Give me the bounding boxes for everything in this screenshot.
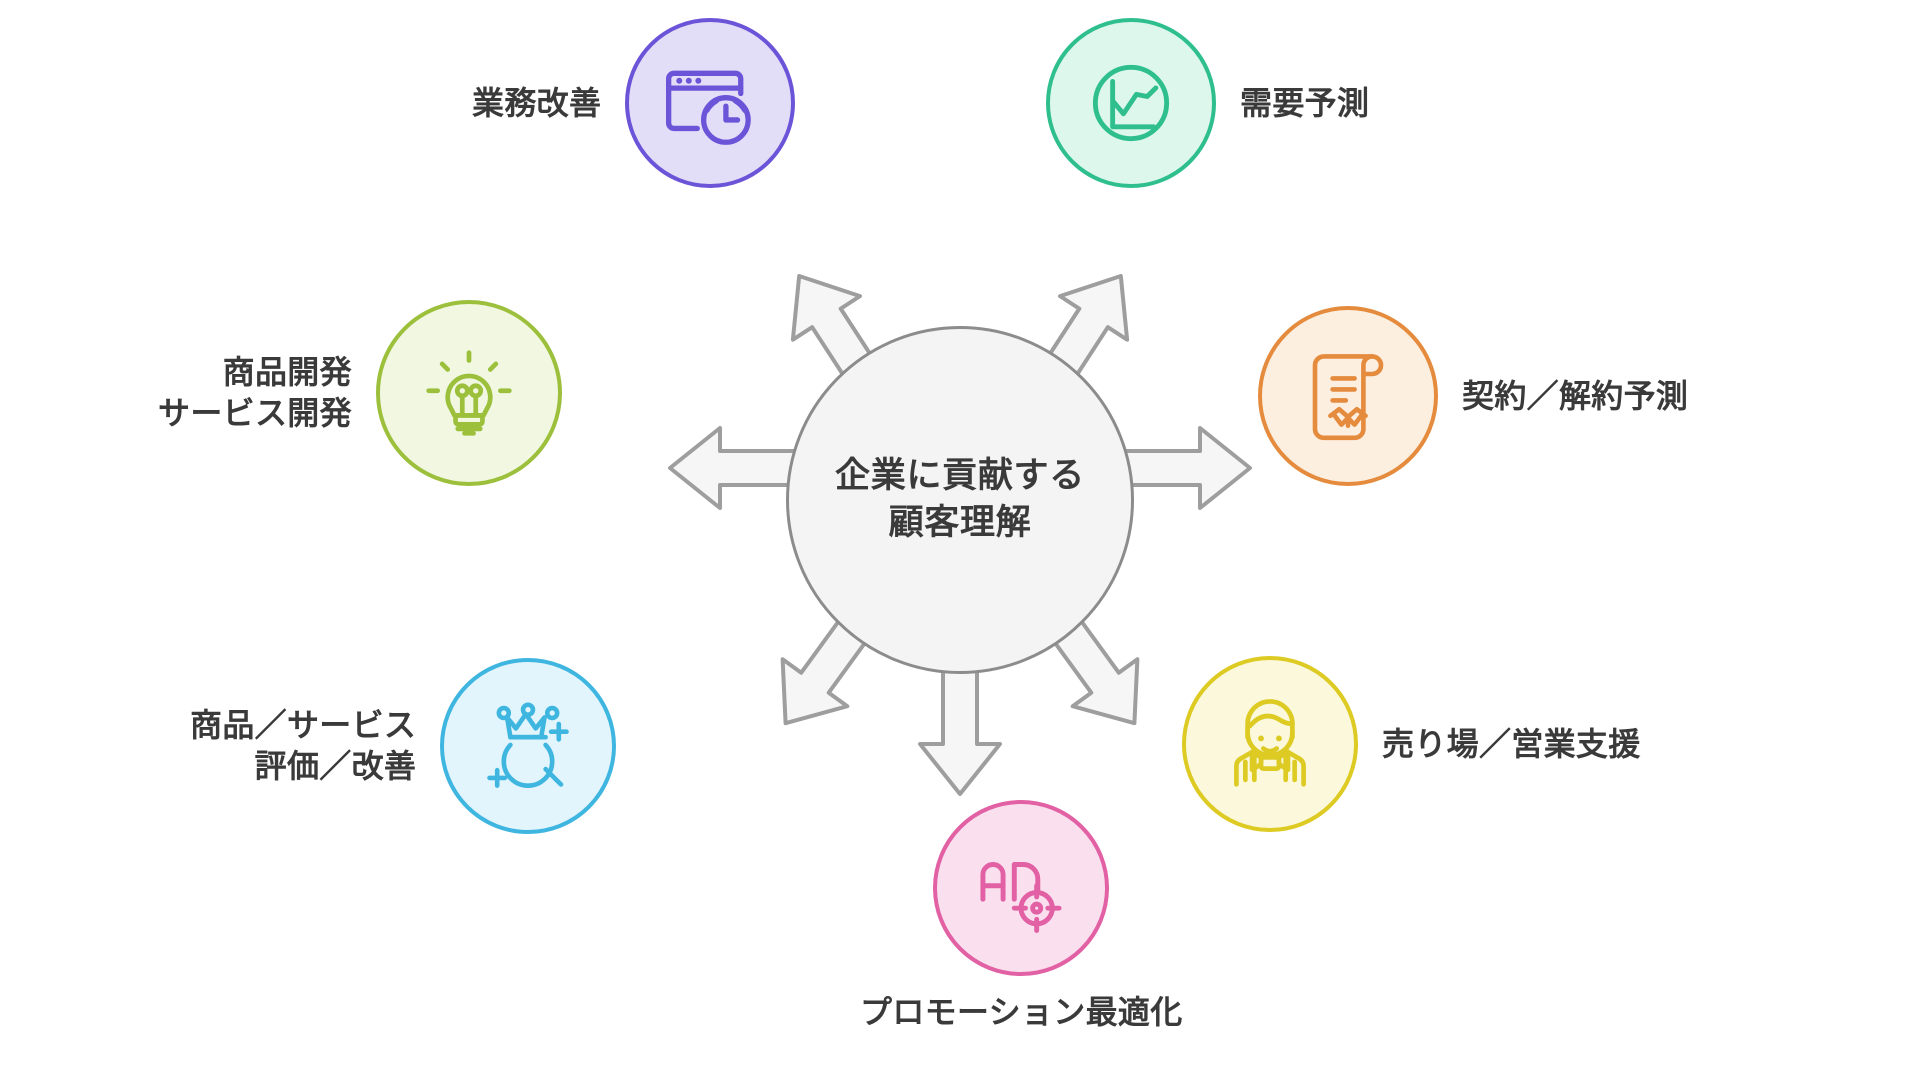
node-keiyaku-kaiyaku-yosoku[interactable]: 契約／解約予測 [1258,306,1688,486]
node-uriba-eigyo-shien[interactable]: 売り場／営業支援 [1182,656,1641,832]
node-label-gyomu-kaizen: 業務改善 [472,84,602,121]
arrow-to-keiyaku-yosoku [1118,426,1252,510]
node-label-keiyaku: 契約／解約予測 [1462,377,1689,414]
node-promotion-saitekika[interactable]: プロモーション最適化 [860,800,1183,1033]
lightbulb-icon [426,350,512,436]
icon-badge-keiyaku[interactable] [1258,306,1438,486]
line-chart-circle-icon [1092,64,1170,142]
icon-badge-uriba-shien[interactable] [1182,656,1358,832]
node-label-hyouka-kaizen: 商品／サービス 評価／改善 [190,707,417,784]
node-shohin-kaihatsu[interactable]: 商品開発 サービス開発 [158,300,562,486]
node-hyouka-kaizen[interactable]: 商品／サービス 評価／改善 [190,658,617,834]
arrow-to-promotion [918,662,1002,796]
icon-badge-shohin-kaihatsu[interactable] [375,300,562,486]
node-label-juyo-yosoku: 需要予測 [1240,84,1370,121]
center-hub-line-1: 企業に貢献する [835,456,1085,496]
arrow-to-shohin-kaihatsu [668,426,802,510]
icon-badge-gyomu-kaizen[interactable] [625,18,796,188]
icon-badge-juyo-yosoku[interactable] [1046,18,1216,188]
browser-clock-icon [666,70,752,145]
icon-badge-promotion[interactable] [933,800,1110,976]
node-label-uriba-shien: 売り場／営業支援 [1382,725,1641,762]
icon-badge-hyouka-kaizen[interactable] [440,658,617,834]
center-hub-line-2: 顧客理解 [888,503,1032,542]
node-label-promotion: プロモーション最適化 [860,994,1183,1030]
ad-target-icon [980,862,1062,934]
contract-handshake-icon [1312,354,1384,441]
salesperson-icon [1234,699,1306,787]
node-juyo-yosoku[interactable]: 需要予測 [1046,18,1369,188]
crown-magnifier-icon [487,702,570,789]
center-hub: 企業に貢献する 顧客理解 [786,326,1134,674]
node-gyomu-kaizen[interactable]: 業務改善 [472,18,796,188]
node-label-shohin-kaihatsu: 商品開発 サービス開発 [158,354,352,431]
